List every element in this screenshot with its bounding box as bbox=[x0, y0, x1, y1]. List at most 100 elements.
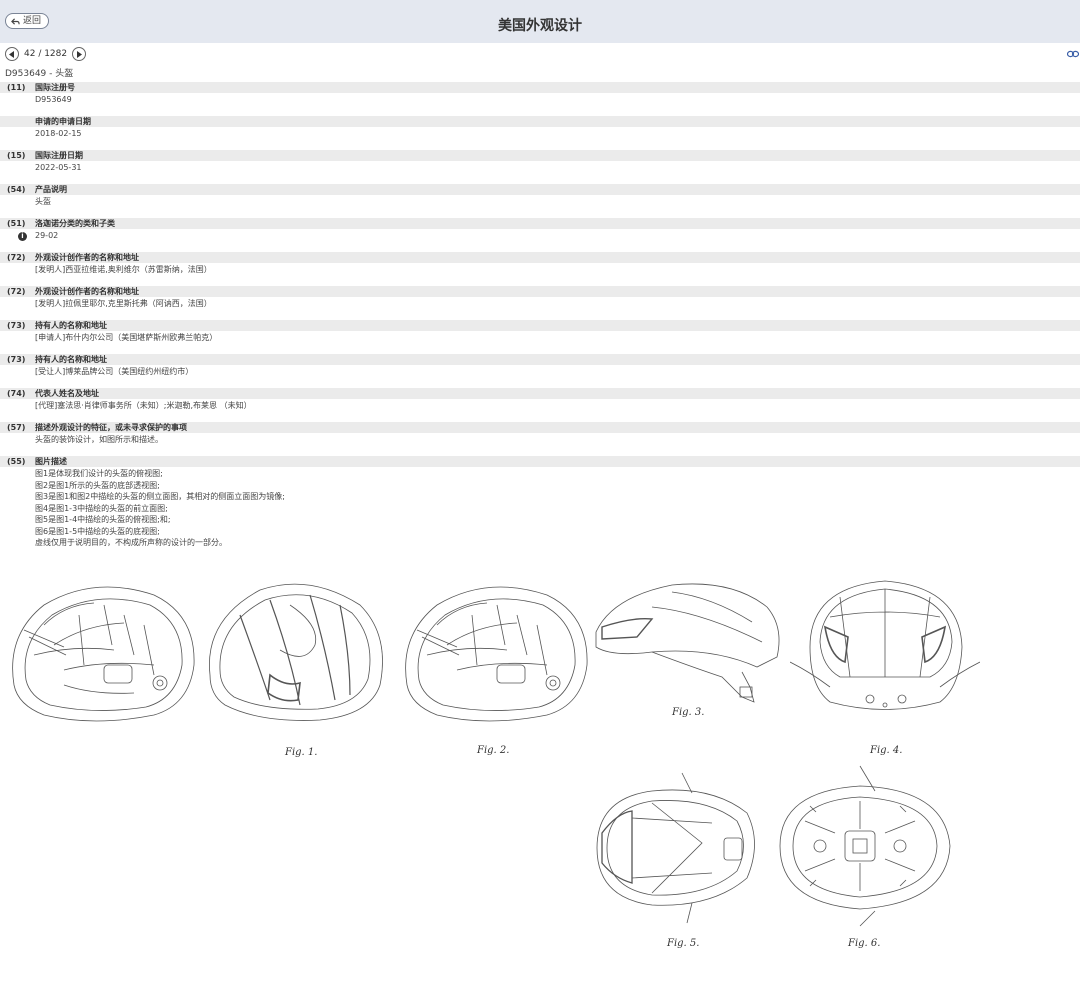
field-value-text: [发明人]西亚拉维诺,奥利维尔（苏雷斯纳，法国） bbox=[35, 265, 212, 274]
field-block: (73) 持有人的名称和地址 [申请人]布什内尔公司（美国堪萨斯州欧弗兰帕克） bbox=[0, 320, 1080, 354]
field-label: 持有人的名称和地址 bbox=[35, 321, 107, 330]
figure-4-caption: Fig. 4. bbox=[870, 745, 903, 756]
field-value-list: 图1是体现我们设计的头盔的俯视图; 图2是图1所示的头盔的底部透视图; 图3是图1和… bbox=[0, 467, 1080, 549]
field-value-text: 2018-02-15 bbox=[35, 129, 82, 138]
chevron-left-icon bbox=[9, 50, 14, 58]
field-list: (11)国际注册号 D953649 申请的申请日期 2018-02-15 (15) 国际注… bbox=[0, 82, 1080, 549]
field-label: 图片描述 bbox=[35, 457, 67, 466]
field-header: (54) 产品说明 bbox=[0, 184, 1080, 195]
field-header: (73) 持有人的名称和地址 bbox=[0, 354, 1080, 365]
chevron-right-icon bbox=[77, 50, 83, 58]
field-code: (15) bbox=[7, 151, 26, 160]
figure-6-caption: Fig. 6. bbox=[848, 938, 881, 949]
field-value-text: 29-02 bbox=[35, 231, 59, 240]
field-header: (57) 描述外观设计的特征，或未寻求保护的事项 bbox=[0, 422, 1080, 433]
figure-5-image bbox=[596, 772, 755, 924]
field-value: [代理]塞法思·肖律师事务所（未知）;米迦勒,布莱恩 （未知） bbox=[0, 399, 1080, 422]
pager: 42 / 1282 bbox=[5, 46, 87, 62]
field-value: [发明人]西亚拉维诺,奥利维尔（苏雷斯纳，法国） bbox=[0, 263, 1080, 286]
figure-side-image bbox=[595, 583, 780, 703]
field-label: 描述外观设计的特征，或未寻求保护的事项 bbox=[35, 423, 187, 432]
back-button[interactable]: 返回 bbox=[5, 13, 50, 29]
field-block: (55) 图片描述图1是体现我们设计的头盔的俯视图; 图2是图1所示的头盔的底部透视… bbox=[0, 456, 1080, 549]
field-value-text: [申请人]布什内尔公司（美国堪萨斯州欧弗兰帕克） bbox=[35, 333, 218, 342]
page-title: 美国外观设计 bbox=[498, 18, 582, 34]
field-label: 持有人的名称和地址 bbox=[35, 355, 107, 364]
field-value-line: 图6是图1-5中描绘的头盔的底视图; bbox=[35, 526, 160, 536]
field-header: (51) 洛迦诺分类的类和子类 bbox=[0, 218, 1080, 229]
figure-3-caption: Fig. 3. bbox=[672, 707, 705, 718]
field-value: [申请人]布什内尔公司（美国堪萨斯州欧弗兰帕克） bbox=[0, 331, 1080, 354]
field-value: 头盔的装饰设计，如图所示和描述。 bbox=[0, 433, 1080, 456]
field-block: (15) 国际注册日期 2022-05-31 bbox=[0, 150, 1080, 184]
top-bar: 返回 美国外观设计 bbox=[0, 0, 1080, 43]
field-code: (72) bbox=[7, 287, 26, 296]
field-block: (51) 洛迦诺分类的类和子类 i 29-02 bbox=[0, 218, 1080, 252]
field-value-line: 图5是图1-4中描绘的头盔的俯视图;和; bbox=[35, 515, 171, 524]
field-value: 2018-02-15 bbox=[0, 127, 1080, 150]
field-header: (74) 代表人姓名及地址 bbox=[0, 388, 1080, 399]
field-label: 洛迦诺分类的类和子类 bbox=[35, 219, 115, 228]
field-value-text: D953649 bbox=[35, 95, 72, 104]
field-value-text: [受让人]博莱品牌公司（美国纽约州纽约市） bbox=[35, 367, 194, 376]
field-header: (73) 持有人的名称和地址 bbox=[0, 320, 1080, 331]
field-label: 申请的申请日期 bbox=[35, 117, 91, 126]
figure-4-image bbox=[790, 580, 980, 710]
field-label: 外观设计创作者的名称和地址 bbox=[35, 253, 139, 262]
field-value-text: [发明人]拉佩里耶尔,克里斯托弗（阿讷西，法国） bbox=[35, 299, 212, 308]
field-value: 头盔 bbox=[0, 195, 1080, 218]
back-button-label: 返回 bbox=[23, 16, 42, 26]
field-value-text: 头盔的装饰设计，如图所示和描述。 bbox=[35, 435, 163, 444]
record-subtitle: D953649 - 头盔 bbox=[5, 69, 74, 79]
back-arrow-icon bbox=[11, 17, 20, 25]
field-label: 外观设计创作者的名称和地址 bbox=[35, 287, 139, 296]
field-header: (72) 外观设计创作者的名称和地址 bbox=[0, 286, 1080, 297]
field-value-line: 图3是图1和图2中描绘的头盔的侧立面图，其相对的侧面立面图为镜像; bbox=[35, 492, 285, 501]
field-header: (55) 图片描述 bbox=[0, 456, 1080, 467]
field-code: (54) bbox=[7, 185, 26, 194]
field-value: [受让人]博莱品牌公司（美国纽约州纽约市） bbox=[0, 365, 1080, 388]
figure-2-image bbox=[209, 583, 383, 721]
field-code: (72) bbox=[7, 253, 26, 262]
field-block: (73) 持有人的名称和地址 [受让人]博莱品牌公司（美国纽约州纽约市） bbox=[0, 354, 1080, 388]
figure-gallery: Fig. 1. Fig. 2. Fig. 3. Fig. 4. Fig. 5. … bbox=[0, 575, 1080, 985]
field-block: 申请的申请日期 2018-02-15 bbox=[0, 116, 1080, 150]
field-header: 申请的申请日期 bbox=[0, 116, 1080, 127]
figure-3-image bbox=[405, 586, 588, 722]
field-value-text: 2022-05-31 bbox=[35, 163, 82, 172]
field-block: (74) 代表人姓名及地址 [代理]塞法思·肖律师事务所（未知）;米迦勒,布莱恩 （… bbox=[0, 388, 1080, 422]
figure-1-caption: Fig. 1. bbox=[285, 747, 318, 758]
figure-1-image bbox=[12, 586, 195, 722]
field-label: 国际注册日期 bbox=[35, 151, 83, 160]
field-block: (11)国际注册号 D953649 bbox=[0, 82, 1080, 116]
field-code: (11) bbox=[7, 83, 26, 92]
field-value: [发明人]拉佩里耶尔,克里斯托弗（阿讷西，法国） bbox=[0, 297, 1080, 320]
field-value-text: [代理]塞法思·肖律师事务所（未知）;米迦勒,布莱恩 （未知） bbox=[35, 401, 252, 410]
pager-count: 42 / 1282 bbox=[24, 49, 68, 59]
field-code: (73) bbox=[7, 355, 26, 364]
field-value: i 29-02 bbox=[0, 229, 1080, 252]
info-icon[interactable]: i bbox=[18, 232, 27, 241]
field-value-line: 图4是图1-3中描绘的头盔的前立面图; bbox=[35, 503, 168, 513]
field-block: (72) 外观设计创作者的名称和地址 [发明人]西亚拉维诺,奥利维尔（苏雷斯纳，法国… bbox=[0, 252, 1080, 286]
field-block: (54) 产品说明头盔 bbox=[0, 184, 1080, 218]
field-code: (74) bbox=[7, 389, 26, 398]
field-value: 2022-05-31 bbox=[0, 161, 1080, 184]
field-code: (73) bbox=[7, 321, 26, 330]
field-code: (55) bbox=[7, 457, 26, 466]
next-record-button[interactable] bbox=[72, 47, 87, 61]
field-value-line: 虚线仅用于说明目的，不构成所声称的设计的一部分。 bbox=[35, 538, 227, 547]
field-value-line: 图2是图1所示的头盔的底部透视图; bbox=[35, 480, 160, 490]
field-header: (15) 国际注册日期 bbox=[0, 150, 1080, 161]
field-value-line: 图1是体现我们设计的头盔的俯视图; bbox=[35, 469, 163, 478]
field-code: (57) bbox=[7, 423, 26, 432]
field-value: D953649 bbox=[0, 93, 1080, 116]
prev-record-button[interactable] bbox=[5, 47, 19, 61]
link-icon[interactable] bbox=[1067, 50, 1079, 58]
field-value-text: 头盔 bbox=[35, 197, 51, 206]
field-label: 代表人姓名及地址 bbox=[35, 389, 99, 398]
field-label: 产品说明 bbox=[35, 185, 67, 194]
field-code: (51) bbox=[7, 219, 26, 228]
figure-6-image bbox=[779, 765, 951, 927]
field-header: (11)国际注册号 bbox=[0, 82, 1080, 93]
